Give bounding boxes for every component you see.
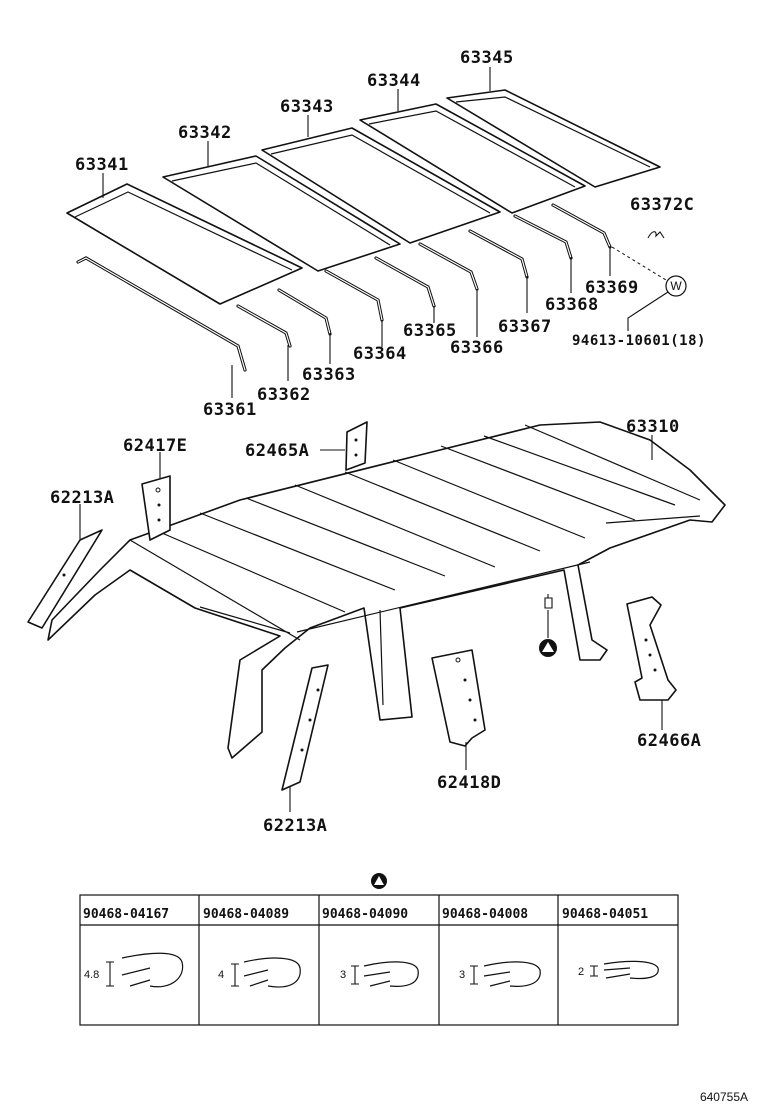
roof-panel-63343[interactable] xyxy=(261,127,501,244)
clip-dim-1: 4.8 xyxy=(84,969,99,981)
headliner-63310[interactable] xyxy=(47,421,726,759)
roof-panel-63344[interactable] xyxy=(359,103,586,214)
clip-drawing-5 xyxy=(590,960,659,980)
clip-drawing-4 xyxy=(470,961,541,987)
roof-panel-63341[interactable] xyxy=(66,183,303,305)
clip-drawing-3 xyxy=(351,961,419,987)
clip-table xyxy=(79,894,679,1026)
label-63343: 63343 xyxy=(280,97,334,117)
trim-62465a[interactable] xyxy=(345,421,368,471)
label-62213a-left: 62213A xyxy=(50,488,114,508)
clip-table-header-3: 90468-04090 xyxy=(322,907,408,922)
label-63366: 63366 xyxy=(450,338,504,358)
label-62465a: 62465A xyxy=(245,441,309,461)
label-63344: 63344 xyxy=(367,71,421,91)
clip-table-header-1: 90468-04167 xyxy=(83,907,169,922)
label-63342: 63342 xyxy=(178,123,232,143)
trim-62213a-right[interactable] xyxy=(281,664,329,791)
table-a-marker-triangle xyxy=(374,876,384,885)
clip-dim-4: 3 xyxy=(459,969,465,981)
trim-62213a-left[interactable] xyxy=(27,529,103,629)
roof-strip-63368[interactable] xyxy=(513,214,573,260)
diagram-code: 640755A xyxy=(700,1090,748,1104)
label-63365: 63365 xyxy=(403,321,457,341)
label-62418d: 62418D xyxy=(437,773,501,793)
label-63341: 63341 xyxy=(75,155,129,175)
clip-drawing-1 xyxy=(106,952,184,988)
clip-table-header-5: 90468-04051 xyxy=(562,907,648,922)
w-marker-circle xyxy=(665,275,687,297)
w-marker-label: W xyxy=(670,279,682,293)
label-63310: 63310 xyxy=(626,417,680,437)
label-63345: 63345 xyxy=(460,48,514,68)
label-63369: 63369 xyxy=(585,278,639,298)
label-62417e: 62417E xyxy=(123,436,187,456)
clip-dim-2: 4 xyxy=(218,969,224,981)
label-63372c: 63372C xyxy=(630,195,694,215)
roof-strip-63363[interactable] xyxy=(277,288,332,336)
clip-drawing-2 xyxy=(231,957,301,988)
roof-strip-63364[interactable] xyxy=(324,269,384,322)
roof-strip-63366[interactable] xyxy=(418,242,479,291)
label-63367: 63367 xyxy=(498,317,552,337)
roof-strip-63367[interactable] xyxy=(468,229,529,279)
clip-table-header-4: 90468-04008 xyxy=(442,907,528,922)
roof-panel-63342[interactable] xyxy=(162,155,401,272)
roof-strip-63369[interactable] xyxy=(551,203,612,249)
label-62466a: 62466A xyxy=(637,731,701,751)
roof-strip-63365[interactable] xyxy=(374,256,436,308)
label-63361: 63361 xyxy=(203,400,257,420)
a-marker-triangle xyxy=(542,642,554,652)
clip-dim-5: 2 xyxy=(578,966,584,978)
label-screw: 94613-10601(18) xyxy=(572,333,706,349)
clip-63372c-shape[interactable] xyxy=(647,231,665,239)
screw-leader xyxy=(627,291,669,331)
roof-panel-63345[interactable] xyxy=(446,89,661,188)
roof-strip-63362[interactable] xyxy=(236,304,292,348)
clip-table-header-2: 90468-04089 xyxy=(203,907,289,922)
roof-leaders xyxy=(102,67,611,398)
clip-dim-3: 3 xyxy=(340,969,346,981)
w-connector xyxy=(611,246,667,281)
label-63362: 63362 xyxy=(257,385,311,405)
label-63364: 63364 xyxy=(353,344,407,364)
roof-strip-63361[interactable] xyxy=(76,256,247,372)
clip-small-shape[interactable] xyxy=(544,594,553,609)
trim-62417e[interactable] xyxy=(141,475,171,541)
trim-62418d[interactable] xyxy=(431,649,486,747)
trim-62466a[interactable] xyxy=(626,596,677,701)
label-63363: 63363 xyxy=(302,365,356,385)
label-62213a-right: 62213A xyxy=(263,816,327,836)
label-63368: 63368 xyxy=(545,295,599,315)
